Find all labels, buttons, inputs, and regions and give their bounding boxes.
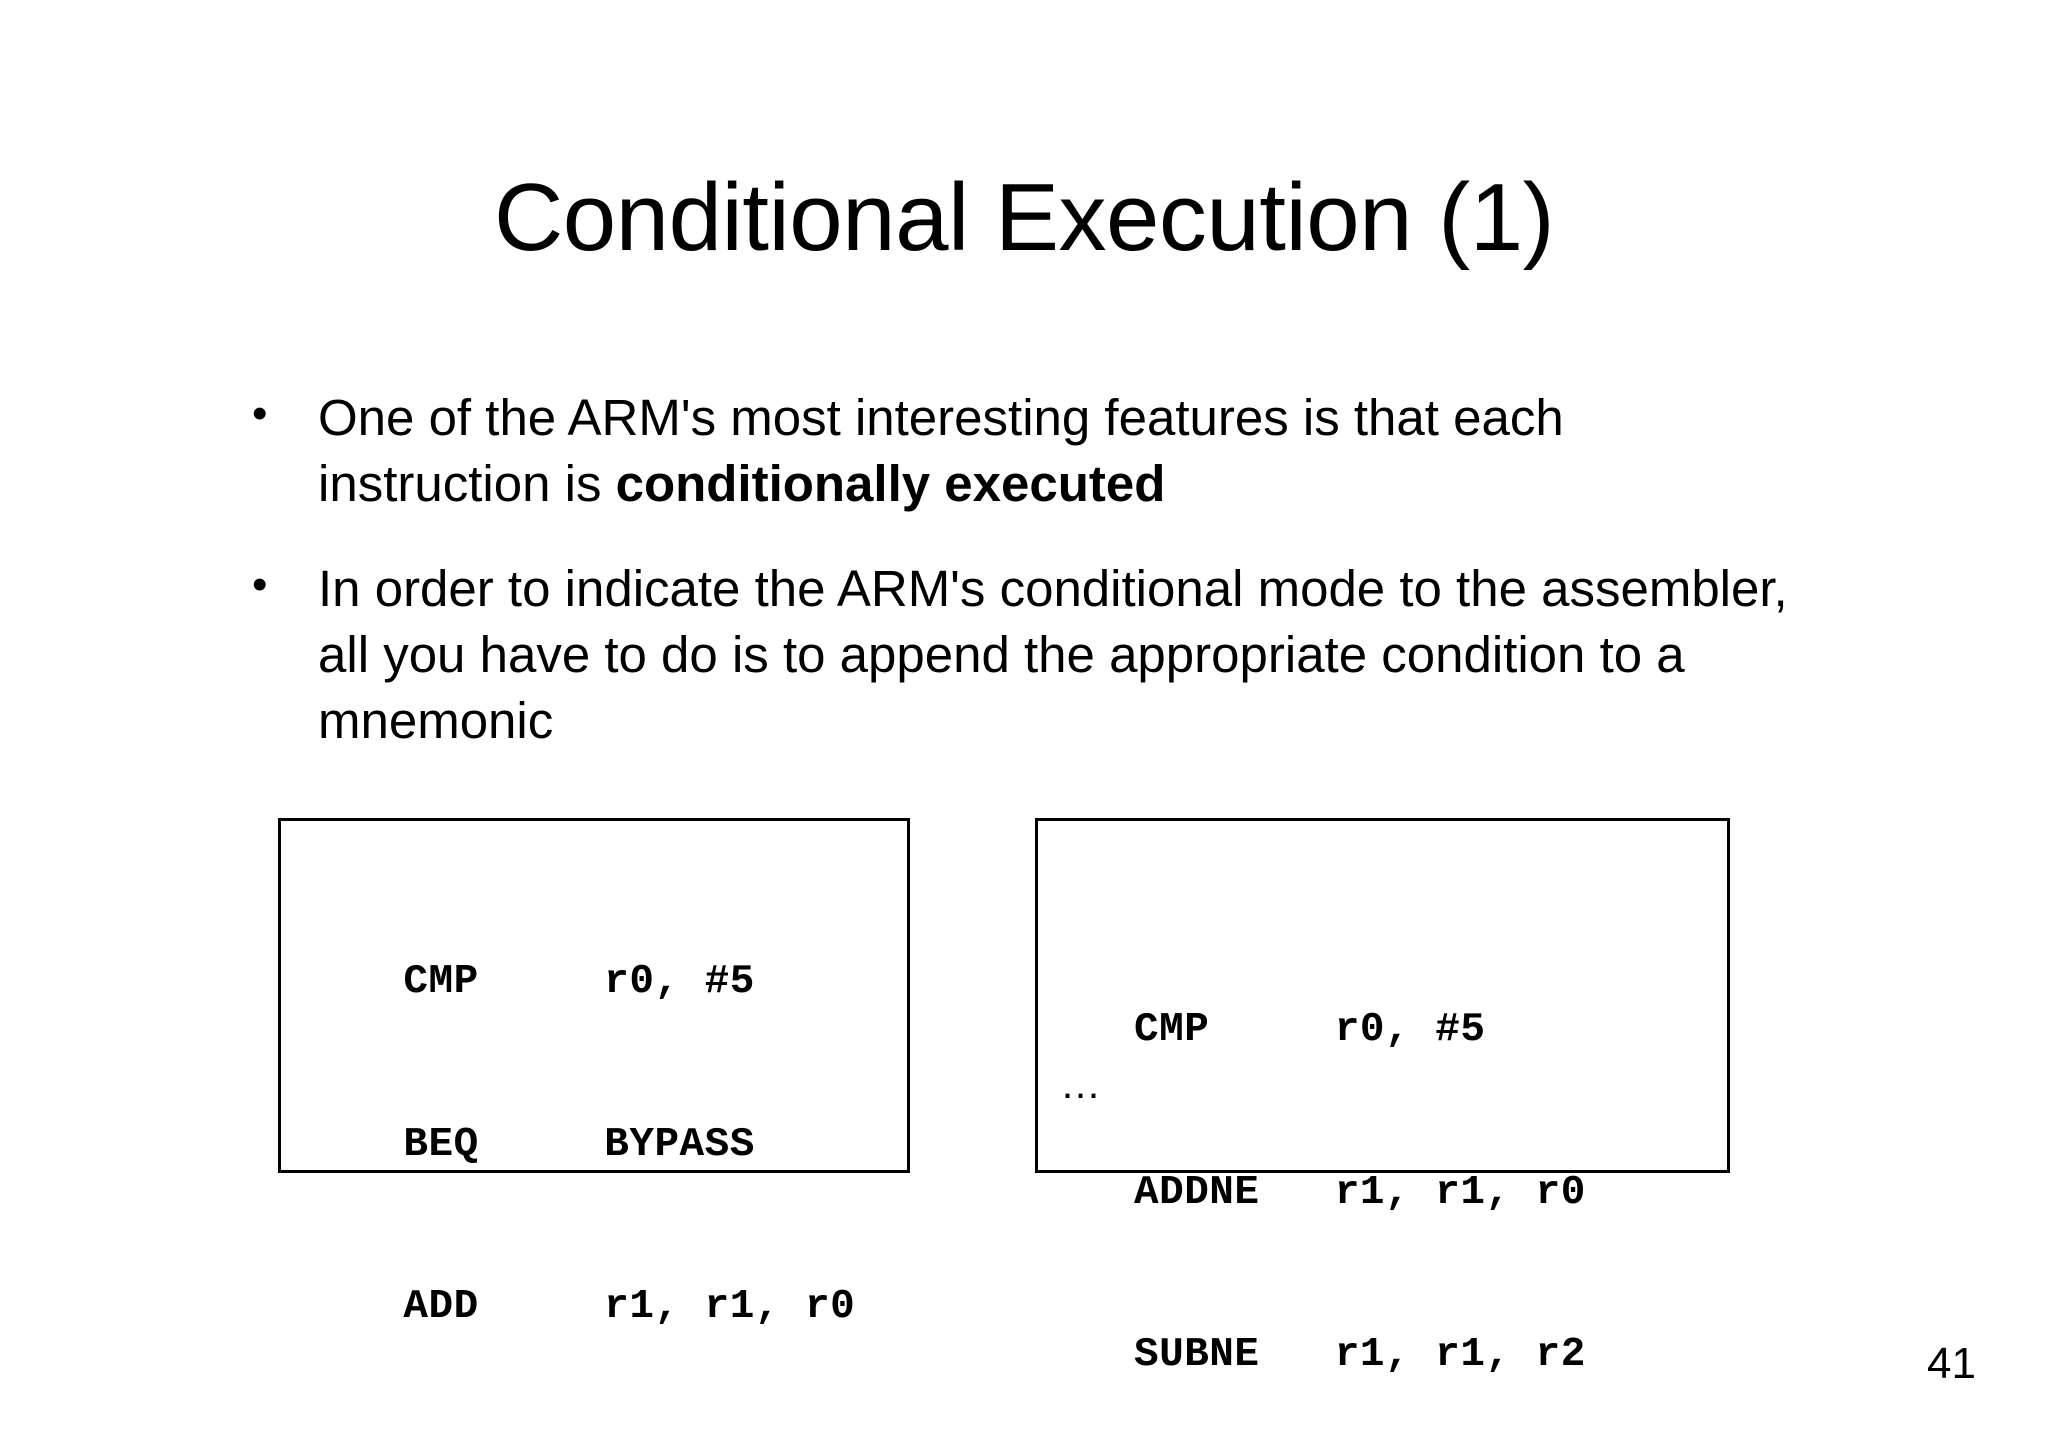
code-line-ellipsis: …: [1060, 1061, 1102, 1107]
code-line: SUB r1, r1, r2: [303, 1442, 855, 1447]
bullet-text-emphasis: conditionally executed: [615, 455, 1166, 513]
code-line: CMP r0, #5: [1134, 1007, 1486, 1054]
page-title: Conditional Execution (1): [493, 164, 1555, 271]
bullet-text: In order to indicate the ARM's condition…: [318, 560, 1788, 750]
code-listing-right: CMP r0, #5 ADDNE r1, r1, r0 SUBNE r1, r1…: [1134, 895, 1586, 1447]
bullet-marker-icon: •: [252, 389, 268, 438]
bullet-list: • One of the ARM's most interesting feat…: [244, 385, 1804, 754]
bullet-marker-icon: •: [252, 559, 268, 609]
code-line: CMP r0, #5: [303, 959, 755, 1006]
code-comparison-row: CMP r0, #5 BEQ BYPASS ADD r1, r1, r0 SUB…: [0, 818, 2048, 1447]
code-line: BEQ BYPASS: [303, 1121, 755, 1168]
list-item: • In order to indicate the ARM's conditi…: [244, 556, 1804, 755]
list-item: • One of the ARM's most interesting feat…: [244, 385, 1804, 518]
code-box-conditional: CMP r0, #5 ADDNE r1, r1, r0 SUBNE r1, r1…: [1035, 818, 1730, 1378]
code-line: SUBNE r1, r1, r2: [1134, 1331, 1586, 1378]
bullet-text: One of the ARM's most interesting featur…: [318, 389, 1564, 512]
bullet-text-plain: In order to indicate the ARM's condition…: [318, 559, 1788, 750]
bullet-text-plain: One of the ARM's most interesting featur…: [318, 389, 1564, 513]
code-line: ADDNE r1, r1, r0: [1134, 1169, 1586, 1216]
code-listing-left: CMP r0, #5 BEQ BYPASS ADD r1, r1, r0 SUB…: [303, 847, 855, 1447]
code-line: ADD r1, r1, r0: [303, 1283, 856, 1330]
page-number: 41: [1927, 1339, 1976, 1388]
code-box-unconditional: CMP r0, #5 BEQ BYPASS ADD r1, r1, r0 SUB…: [278, 818, 910, 1447]
